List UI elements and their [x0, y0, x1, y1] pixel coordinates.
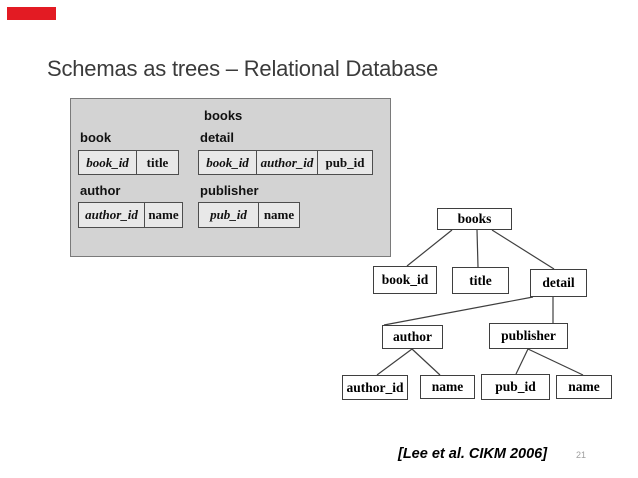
column-cell: name — [263, 207, 295, 222]
accent-bar — [7, 7, 56, 20]
tree-edge — [476, 229, 479, 268]
schema-caption: books — [204, 108, 243, 123]
tree-edge — [406, 229, 453, 267]
tree-edge — [383, 296, 534, 326]
schema-table-author: author_id name — [78, 202, 183, 228]
column-cell: pub_id — [325, 154, 365, 170]
page-number: 21 — [576, 450, 587, 460]
tree-node-detail: detail — [530, 269, 587, 297]
schema-table-book: book_id title — [78, 150, 179, 175]
citation: [Lee et al. CIKM 2006] — [398, 446, 548, 462]
column-cell: book_id — [199, 151, 257, 174]
slide-title: Schemas as trees – Relational Database — [47, 56, 439, 81]
schema-table-detail: book_id author_id pub_id — [198, 150, 373, 175]
table-label-author: author — [80, 183, 121, 198]
tree-edge — [376, 348, 413, 376]
column-cell: pub_id — [199, 203, 259, 227]
table-label-detail: detail — [200, 130, 234, 145]
tree-node-publisher: publisher — [489, 323, 568, 349]
column-cell: author_id — [79, 203, 145, 227]
tree-node-book-id: book_id — [373, 266, 437, 294]
tree-edge — [527, 348, 584, 376]
tree-node-books: books — [437, 208, 512, 230]
tree-node-author-name: name — [420, 375, 475, 399]
column-cell: book_id — [79, 151, 137, 174]
tree-node-author-id: author_id — [342, 375, 408, 400]
tree-node-pub-id: pub_id — [481, 374, 550, 400]
schema-panel: books book book_id title detail book_id … — [70, 98, 391, 257]
column-cell: name — [148, 207, 179, 222]
schema-table-publisher: pub_id name — [198, 202, 300, 228]
tree-edge — [411, 348, 441, 376]
table-label-publisher: publisher — [200, 183, 259, 198]
column-cell: title — [146, 154, 169, 170]
tree-edge — [515, 348, 529, 375]
column-cell: author_id — [257, 151, 318, 174]
tree-node-author: author — [382, 325, 443, 349]
tree-node-title: title — [452, 267, 509, 294]
tree-node-publisher-name: name — [556, 375, 612, 399]
table-label-book: book — [80, 130, 112, 145]
tree-edge — [491, 229, 555, 270]
